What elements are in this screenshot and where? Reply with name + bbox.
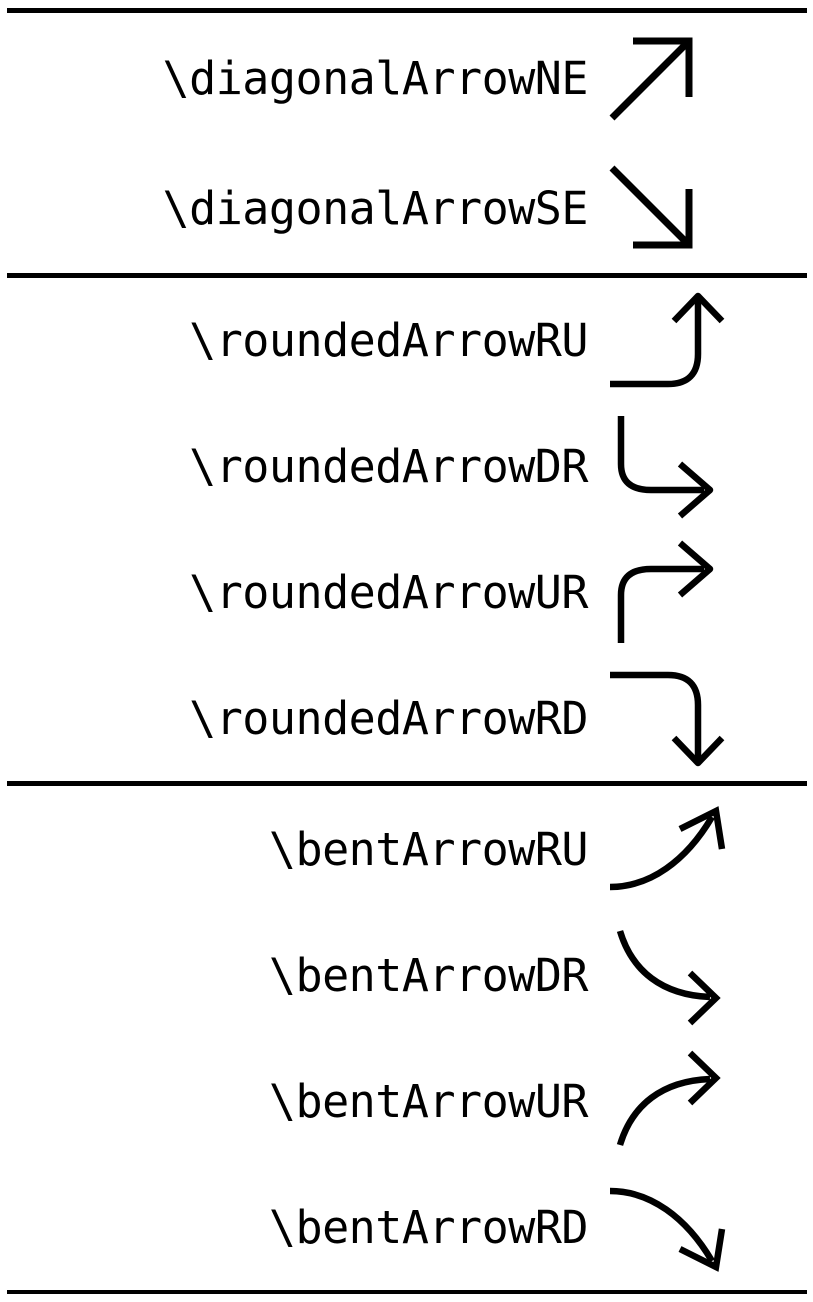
table-row: \diagonalArrowSE xyxy=(0,143,813,273)
macro-label: \diagonalArrowNE xyxy=(162,51,589,105)
bent-arrow-dr-icon xyxy=(588,912,813,1038)
macro-label: \bentArrowRU xyxy=(268,822,589,876)
macro-label: \roundedArrowRD xyxy=(189,691,588,745)
rounded-arrow-ur-icon xyxy=(588,530,813,656)
macro-label: \roundedArrowUR xyxy=(189,565,588,619)
bent-arrow-ur-icon xyxy=(588,1038,813,1164)
macro-label: \bentArrowDR xyxy=(268,948,589,1002)
bent-arrow-rd-icon xyxy=(588,1164,813,1290)
macro-label: \roundedArrowRU xyxy=(189,314,588,368)
table-row: \bentArrowDR xyxy=(0,912,813,1038)
macro-label: \diagonalArrowSE xyxy=(162,181,589,235)
rounded-arrow-ru-icon xyxy=(588,278,813,404)
horizontal-rule-top xyxy=(7,8,807,13)
macro-label: \roundedArrowDR xyxy=(189,440,588,494)
table-row: \roundedArrowRU xyxy=(0,278,813,404)
rounded-arrow-rd-icon xyxy=(588,655,813,781)
diagonal-arrow-se-icon xyxy=(588,143,813,273)
table-row: \roundedArrowRD xyxy=(0,655,813,781)
table-row: \bentArrowRU xyxy=(0,786,813,912)
horizontal-rule-middle-1 xyxy=(7,273,807,278)
rounded-arrow-dr-icon xyxy=(588,404,813,530)
bent-arrow-ru-icon xyxy=(588,786,813,912)
table-row: \roundedArrowUR xyxy=(0,530,813,656)
diagonal-arrow-ne-icon xyxy=(588,13,813,143)
macro-label: \bentArrowUR xyxy=(268,1074,589,1128)
table-row: \roundedArrowDR xyxy=(0,404,813,530)
section-diagonal-arrows: \diagonalArrowNE \diagonalArrowSE xyxy=(0,13,813,273)
table-row: \bentArrowRD xyxy=(0,1164,813,1290)
table-row: \bentArrowUR xyxy=(0,1038,813,1164)
section-bent-arrows: \bentArrowRU \bentArrowDR xyxy=(0,786,813,1290)
horizontal-rule-bottom xyxy=(7,1290,807,1294)
table-row: \diagonalArrowNE xyxy=(0,13,813,143)
horizontal-rule-middle-2 xyxy=(7,781,807,786)
section-rounded-arrows: \roundedArrowRU \roundedArrowDR xyxy=(0,278,813,781)
macro-label: \bentArrowRD xyxy=(268,1200,589,1254)
